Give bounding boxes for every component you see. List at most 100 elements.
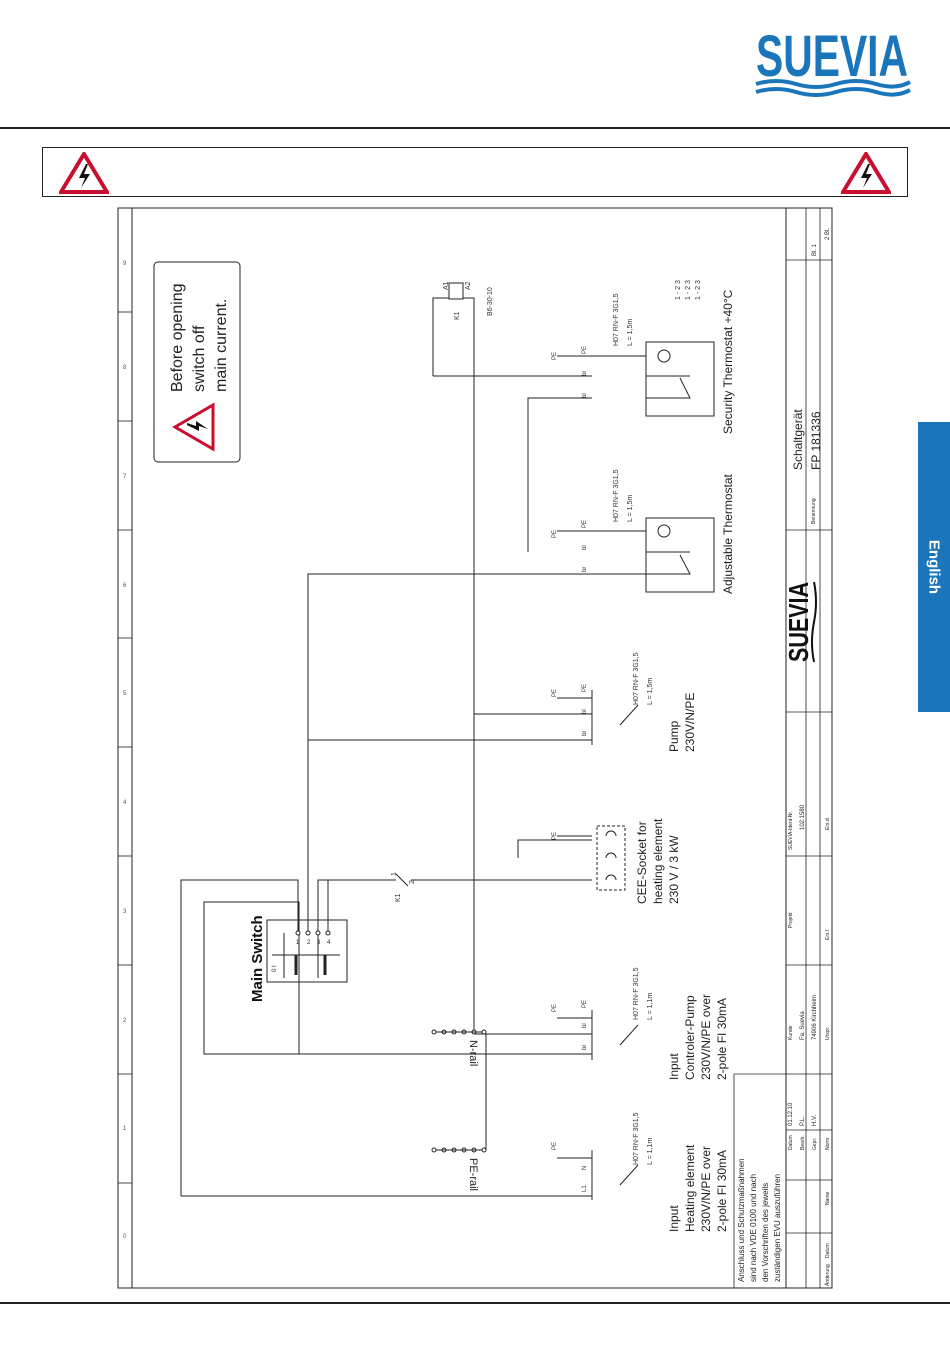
- wire-br-2: br: [582, 1045, 588, 1050]
- grid-num-5: 5: [123, 691, 127, 697]
- cable-pump-1: H07 RN-F 3G1,5: [633, 652, 640, 705]
- ctrl-input-2: Controler-Pump: [683, 995, 697, 1080]
- aenderung: Änderung: [824, 1264, 831, 1286]
- note-3: den Vorschriften des jeweils: [761, 1183, 770, 1282]
- wire-br-5: br: [582, 731, 588, 736]
- name: Name: [825, 1191, 831, 1205]
- projekt: Projekt: [788, 912, 794, 928]
- ident: 102.1580: [800, 804, 806, 830]
- cable-ctrl-1: H07 RN-F 3G1,5: [633, 967, 640, 1020]
- grid-num-7: 7: [123, 474, 127, 480]
- heat-input-2: Heating element: [683, 1144, 697, 1232]
- switch-t2: 2: [307, 940, 311, 946]
- relay-a1: A1: [443, 281, 450, 290]
- wire-pe-5b: PE: [552, 689, 558, 697]
- wire-pe-2: PE: [582, 1000, 588, 1008]
- switch-t1: 1: [296, 940, 300, 946]
- relay-contact-name: K1: [395, 893, 402, 902]
- main-switch-title: Main Switch: [249, 915, 266, 1002]
- cable-sec-1: H07 RN-F 3G1,5: [613, 293, 620, 346]
- cable-heat-2: L = 1,1m: [647, 1138, 654, 1165]
- ctrl-input-4: 2-pole FI 30mA: [715, 998, 729, 1080]
- legend-2: 1 - 2 3: [685, 280, 692, 300]
- warning-notice-icon: [172, 402, 215, 452]
- cee-3: 230 V / 3 kW: [667, 835, 681, 904]
- pump-2: 230V/N/PE: [683, 693, 697, 752]
- main-switch-box: [266, 919, 348, 983]
- sec-thermostat-label: Security Thermostat +40°C: [721, 289, 735, 434]
- wire-pe-3: PE: [552, 832, 558, 840]
- logo-wave-icon: [755, 79, 911, 89]
- legend-1: 1 - 2 3: [675, 280, 682, 300]
- warning-notice-text: Before opening switch off main current.: [169, 283, 230, 392]
- warning-bar: [42, 147, 908, 197]
- language-tab[interactable]: English: [918, 422, 950, 712]
- wire-pe-6: PE: [582, 520, 588, 528]
- wire-bl-2: bl: [582, 1023, 588, 1028]
- warning-notice-box: [153, 261, 241, 463]
- title-block-logo: SUEVIA: [783, 581, 817, 663]
- grid-num-4: 4: [123, 800, 127, 806]
- logo-wave2-icon: [755, 87, 911, 97]
- drawing-number: FP 181336: [809, 411, 823, 470]
- cee-1: CEE-Socket for: [635, 821, 649, 904]
- cable-adj-1: H07 RN-F 3G1,5: [613, 469, 620, 522]
- wire-pe-6b: PE: [552, 530, 558, 538]
- sheets: 2 Bl.: [825, 228, 831, 240]
- wire-n: N: [582, 1166, 588, 1170]
- n-rail-label: N-rail: [467, 1040, 479, 1066]
- norm: Norm: [825, 1138, 831, 1150]
- grid-ticks: [118, 311, 132, 1184]
- switch-t4: 4: [327, 940, 331, 946]
- ctrl-input-3: 230V/N/PE over: [699, 994, 713, 1080]
- warning-line-3: main current.: [213, 299, 230, 392]
- kunde-1: Fa. Suevia: [800, 1011, 806, 1040]
- wire-pe-1: PE: [552, 1142, 558, 1150]
- bearb-name: P.L.: [800, 1116, 806, 1126]
- note-1: Anschluss und Schutzmaßnahmen: [737, 1158, 746, 1282]
- grid-num-8: 8: [123, 365, 127, 371]
- datum-2: Datum: [825, 1243, 831, 1258]
- gepr: Gepr.: [812, 1138, 818, 1150]
- wire-bl-8: bl: [582, 393, 588, 398]
- grid-num-0: 0: [123, 1234, 127, 1240]
- wire-pe-8b: PE: [552, 352, 558, 360]
- heat-input-4: 2-pole FI 30mA: [715, 1150, 729, 1232]
- wire-l1: L1: [582, 1185, 588, 1192]
- security-thermostat-box: [645, 341, 715, 417]
- note-2: sind nach VDE 0100 und nach: [749, 1174, 758, 1282]
- kunde-label: Kunde: [788, 1025, 794, 1040]
- grid-num-2: 2: [123, 1018, 127, 1024]
- switch-terminals: [295, 930, 331, 936]
- grid-num-9: 9: [123, 261, 127, 267]
- wire-pe-2b: PE: [552, 1004, 558, 1012]
- wire-bl-5: bl: [582, 709, 588, 714]
- heat-input-3: 230V/N/PE over: [699, 1146, 713, 1232]
- pump-1: Pump: [667, 720, 681, 752]
- logo-text: SUEVIA: [756, 24, 908, 89]
- switch-states: 0 I: [272, 965, 278, 972]
- legend-3: 1 - 2 3: [695, 280, 702, 300]
- relay-contact-1: 1: [391, 872, 398, 876]
- warning-line-2: switch off: [191, 325, 208, 392]
- datum-label: Datum: [788, 1135, 794, 1150]
- adj-thermostat-label: Adjustable Thermostat: [721, 473, 735, 594]
- drawing-title: Schaltgerät: [791, 409, 805, 470]
- datum: 01.12.10: [788, 1102, 794, 1126]
- switch-t3: 3: [317, 940, 321, 946]
- suevia-logo: SUEVIA: [755, 24, 911, 97]
- title-logo-wave-icon: [811, 581, 817, 663]
- grid-num-1: 1: [123, 1126, 127, 1132]
- heat-input-1: Input: [667, 1205, 681, 1232]
- header-rule: [0, 127, 950, 129]
- wire-br-6: br: [582, 567, 588, 572]
- relay-name: K1: [454, 311, 461, 320]
- warning-triangle-right-icon: [841, 152, 891, 194]
- relay-contact-2: 2: [409, 880, 416, 884]
- title-logo-text: SUEVIA: [783, 582, 814, 662]
- cable-pump-2: L = 1,5m: [647, 678, 654, 705]
- relay-a2: A2: [465, 281, 472, 290]
- benennung: Benennung: [811, 498, 817, 524]
